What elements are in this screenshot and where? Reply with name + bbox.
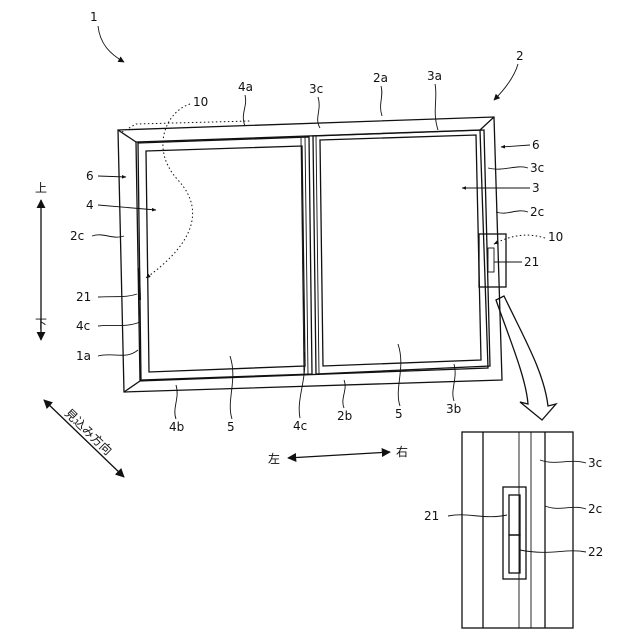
right-sash	[313, 130, 490, 374]
label-frame-top: 2a	[373, 71, 388, 85]
label-detail-handle: 21	[424, 509, 439, 523]
label-window-unit: 1	[90, 10, 98, 24]
label-frame-jamb-right: 2c	[530, 205, 544, 219]
label-left-sash-stile-meeting: 4c	[293, 419, 307, 433]
label-right-sash-top: 3a	[427, 69, 442, 83]
label-left-sash-bottom: 4b	[169, 420, 184, 434]
label-right-sash-stile-right: 3c	[530, 161, 544, 175]
label-left-sash: 4	[86, 198, 94, 212]
label-handle-left: 21	[76, 290, 91, 304]
label-lock-dotted: 10	[193, 95, 208, 109]
right-sash-handle-box	[479, 234, 506, 287]
label-glass-right: 5	[395, 407, 403, 421]
label-left-sash-stile-left: 4c	[76, 319, 90, 333]
label-glass-left: 5	[227, 420, 235, 434]
label-frame-bottom: 2b	[337, 409, 352, 423]
direction-up-label: 上	[35, 181, 47, 195]
depth-direction-indicator: 見込み方向	[44, 400, 124, 477]
label-detail-lever: 22	[588, 545, 603, 559]
left-sash-handle	[139, 268, 140, 300]
direction-down-label: 下	[35, 317, 47, 331]
label-right-sash-stile-top: 3c	[309, 82, 323, 96]
horizontal-direction-indicator: 左 右	[268, 444, 408, 466]
label-frame-edge: 1a	[76, 349, 91, 363]
direction-right-label: 右	[396, 444, 408, 459]
label-right-sash-bottom: 3b	[446, 402, 461, 416]
label-frame: 2	[516, 49, 524, 63]
detail-callout-arrow	[496, 296, 556, 420]
detail-view	[462, 432, 573, 628]
direction-left-label: 左	[268, 451, 280, 466]
label-seal-left: 6	[86, 169, 94, 183]
left-sash	[138, 137, 312, 380]
label-left-sash-top: 4a	[238, 80, 253, 94]
vertical-direction-indicator: 上 下	[35, 181, 47, 340]
label-lock-right: 10	[548, 230, 563, 244]
label-right-sash: 3	[532, 181, 540, 195]
direction-depth-label: 見込み方向	[62, 405, 116, 457]
label-seal-right: 6	[532, 138, 540, 152]
label-frame-jamb-left: 2c	[70, 229, 84, 243]
label-handle-right: 21	[524, 255, 539, 269]
label-detail-jamb: 2c	[588, 502, 602, 516]
label-detail-stile: 3c	[588, 456, 602, 470]
